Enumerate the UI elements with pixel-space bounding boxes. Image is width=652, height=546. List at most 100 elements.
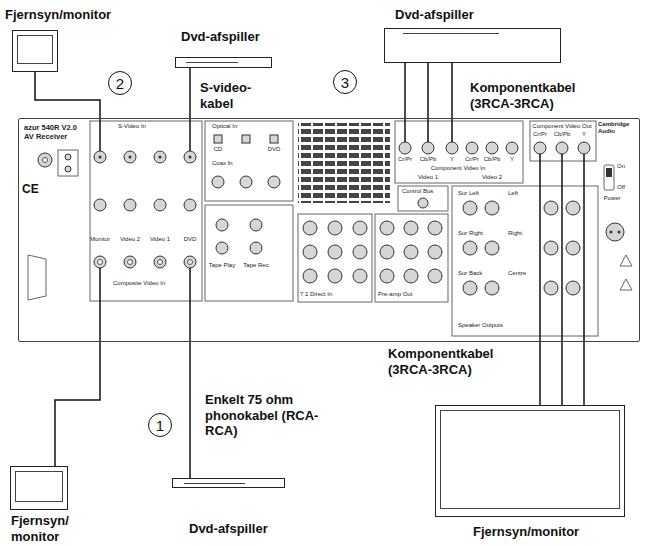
panel-label: Y	[582, 131, 586, 138]
panel-label: Sur Right	[458, 230, 483, 237]
power-switch	[606, 168, 612, 177]
rca-jack	[404, 221, 418, 235]
device-label: Dvd-afspiller	[395, 7, 474, 23]
panel-section	[298, 214, 372, 302]
cable-wire	[99, 118, 101, 151]
panel-label: Optical In	[212, 123, 237, 130]
power-switch	[604, 165, 614, 190]
rca-jack	[303, 221, 317, 235]
panel-label: Centre	[508, 270, 526, 277]
panel-label: Cb/Pb	[554, 131, 571, 138]
callout-number: 3	[341, 75, 349, 90]
cable-wire	[99, 268, 101, 342]
speaker-terminal	[485, 201, 499, 215]
panel-label: CE	[22, 182, 39, 196]
rca-jack	[158, 260, 163, 265]
speaker-terminal	[485, 281, 499, 295]
disc-tray	[184, 481, 245, 484]
tv-screen	[15, 471, 63, 502]
cable-line	[55, 342, 100, 466]
panel-label: Cr/Pr	[465, 156, 479, 163]
rca-jack	[328, 245, 342, 259]
rca-jack	[124, 256, 136, 268]
panel-label: Sur Back	[458, 270, 482, 277]
cable-line	[451, 63, 453, 118]
rca-jack	[446, 142, 458, 154]
svideo-jack	[94, 151, 106, 163]
power-socket	[610, 231, 613, 234]
callout-number: 2	[116, 76, 124, 91]
fm-socket	[38, 153, 52, 167]
svideo-jack	[184, 151, 196, 163]
panel-label: Component Video Out	[532, 123, 591, 130]
cable-line	[189, 68, 191, 118]
rca-jack	[212, 176, 224, 188]
power-socket	[606, 223, 624, 241]
cable-label: Enkelt 75 ohm phonokabel (RCA-RCA)	[205, 392, 330, 439]
panel-label: Monitor	[90, 236, 110, 243]
rca-jack	[428, 245, 442, 259]
speaker-terminal	[566, 241, 580, 255]
panel-label: S-Video In	[118, 123, 146, 130]
tv-screen	[17, 35, 53, 64]
rca-jack	[428, 221, 442, 235]
callout-number: 1	[148, 413, 172, 437]
dvd-player: Dvd-afspiller	[384, 28, 561, 63]
cable-label: Komponentkabel (3RCA-3RCA)	[388, 346, 528, 377]
speaker-terminal	[463, 281, 477, 295]
callout-number: 1	[156, 418, 164, 433]
warning-symbol	[620, 279, 632, 290]
rca-jack	[404, 245, 418, 259]
rca-jack	[154, 199, 166, 211]
cable-wire	[427, 118, 429, 142]
panel-section	[452, 186, 598, 336]
panel-label: Cr/Pr	[398, 156, 412, 163]
panel-label: Off	[617, 184, 625, 191]
svideo-jack	[159, 156, 162, 159]
rca-jack	[353, 245, 367, 259]
rca-jack	[184, 256, 196, 268]
panel-section	[90, 121, 202, 301]
rca-jack	[404, 269, 418, 283]
rca-jack	[353, 269, 367, 283]
rca-jack	[184, 199, 196, 211]
tv-monitor: Fjernsyn/ monitor	[10, 466, 68, 510]
panel-label: Speaker Outputs	[458, 322, 503, 329]
rca-jack	[422, 142, 434, 154]
power-socket	[618, 231, 621, 234]
dvd-player: Dvd-afspiller	[175, 57, 272, 68]
rca-jack	[556, 142, 568, 154]
am-terminal	[65, 154, 71, 160]
cable-wire	[404, 118, 406, 142]
panel-label: Video 2	[120, 236, 140, 243]
panel-label: Cb/Pb	[484, 156, 501, 163]
panel-label: Y	[450, 156, 454, 163]
device-label: Fjernsyn/monitor	[5, 7, 111, 23]
rca-jack	[240, 176, 252, 188]
cable-wire	[539, 154, 541, 342]
rca-jack	[188, 260, 193, 265]
tv-monitor: Fjernsyn/monitor	[12, 30, 58, 72]
panel-section	[205, 121, 293, 201]
svideo-jack	[189, 156, 192, 159]
panel-label: Pre-amp Out	[378, 291, 412, 298]
panel-section	[398, 186, 448, 211]
rca-jack	[128, 260, 133, 265]
panel-label: Video 1	[150, 236, 170, 243]
panel-label: Cr/Pr	[533, 131, 547, 138]
cable-line	[404, 63, 406, 118]
panel-label: DVD	[268, 146, 281, 153]
serial-port	[28, 255, 46, 300]
speaker-terminal	[544, 201, 558, 215]
panel-label: Power	[603, 195, 620, 202]
speaker-terminal	[566, 201, 580, 215]
panel-label: Coax In	[212, 160, 233, 167]
rca-jack	[486, 142, 498, 154]
device-label: Fjernsyn/ monitor	[11, 513, 81, 544]
speaker-terminal	[566, 281, 580, 295]
speaker-terminal	[544, 241, 558, 255]
panel-label: On	[617, 163, 625, 170]
av-receiver: azur 540R V2.0 AV Receiver	[18, 118, 640, 342]
rca-jack	[380, 269, 394, 283]
warning-symbol	[620, 255, 632, 266]
